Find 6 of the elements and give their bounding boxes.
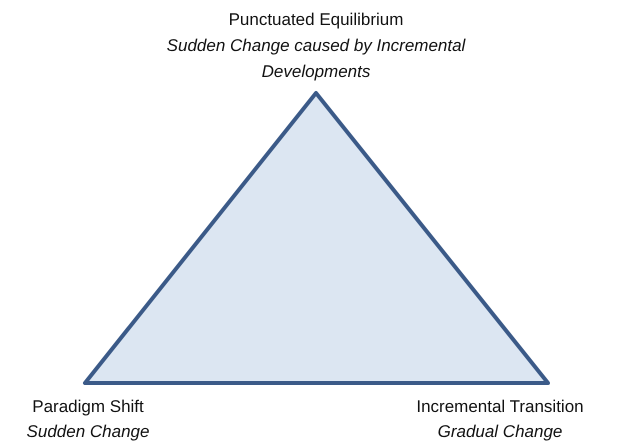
subtitle-text: Gradual Change — [436, 421, 564, 441]
corner-label: Incremental Transition — [415, 396, 585, 418]
corner-label: Punctuated Equilibrium — [228, 9, 404, 31]
corner-label: Paradigm Shift — [31, 396, 145, 418]
subtitle-text: Sudden Change — [26, 421, 150, 441]
subtitle-text: Sudden Change caused by Incremental Developments — [166, 35, 466, 83]
